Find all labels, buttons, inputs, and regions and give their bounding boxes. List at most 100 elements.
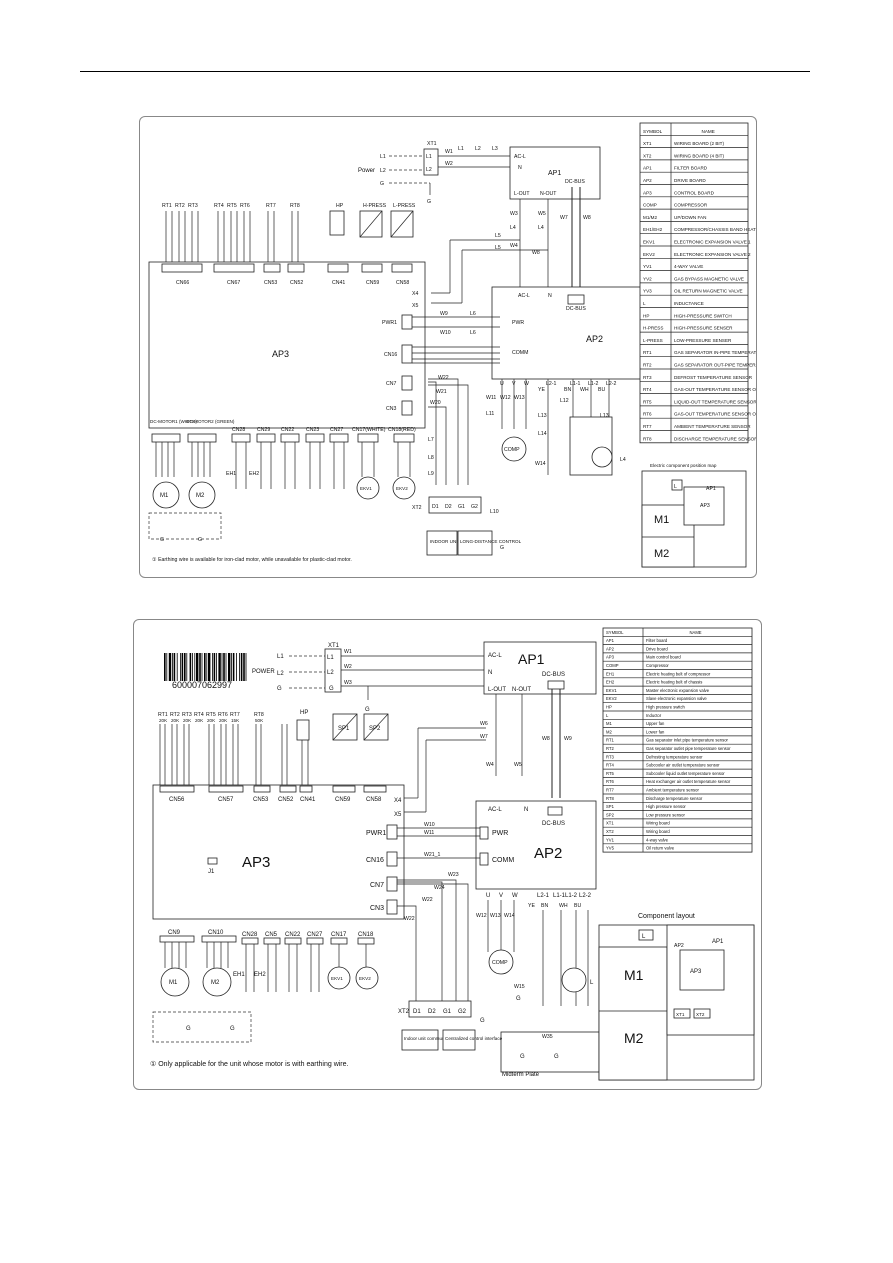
wire2-w7: W7	[480, 734, 488, 740]
ap1-2-acl: AC-L	[488, 653, 502, 659]
component-layout: L AP1 AP2 AP3 M1 M2 XT1 XT2	[598, 924, 755, 1081]
xt1-2-label: XT1	[328, 643, 340, 649]
s2-v4: 20K	[195, 718, 204, 723]
barcode-bar	[206, 653, 208, 681]
valve2-ekv1: EKV1	[331, 976, 343, 981]
ap1-block	[509, 146, 601, 200]
legend1-row-name: GAS SEPARATOR OUT-PIPE TEMPERATURE SENSO…	[674, 363, 756, 368]
s2-rt7: RT7	[230, 712, 240, 718]
conn2-cn57: CN57	[218, 797, 234, 803]
conn-cn29: CN29	[257, 427, 270, 433]
midterm-plate-label: Midterm Plate	[502, 1072, 540, 1078]
power-l1: L1	[380, 154, 386, 160]
legend2-row-symbol: EH2	[606, 680, 615, 685]
wire2-w10: W10	[424, 822, 435, 828]
legend2-row-symbol: HP	[606, 705, 612, 710]
wiring-diagram-2-svg: 600007062997 POWER L1 L2 G XT1 L1 L2 G W…	[150, 627, 755, 1081]
legend1-row-name: INDUCTANCE	[674, 301, 704, 306]
legend2-row-name: High pressure switch	[646, 705, 686, 710]
legend1-row-name: FILTER BOARD	[674, 166, 708, 171]
conn2-cn22: CN22	[285, 932, 301, 938]
comp2-label: COMP	[492, 960, 508, 966]
legend2-row-name: Master electronic expansion valve	[646, 688, 710, 693]
s2-v2: 20K	[171, 718, 180, 723]
wire2-w14: W14	[504, 913, 515, 919]
t2-l11: L1-1	[553, 893, 566, 899]
inductor-coil-icon	[591, 446, 613, 468]
s2-v5: 20K	[207, 718, 216, 723]
legend2-row-symbol: RT1	[606, 738, 615, 743]
ind-l7: L7	[428, 437, 434, 443]
legend1-row-symbol: COMP	[643, 203, 657, 208]
legend1-row-symbol: RT1	[643, 350, 652, 355]
legend2-row-symbol: YV5	[606, 846, 615, 851]
s2-rt5: RT5	[206, 712, 216, 718]
layout-ap2: AP2	[674, 943, 684, 949]
legend1-row-symbol: RT5	[643, 399, 652, 404]
wire-w7: W7	[560, 215, 568, 221]
footnote-2: ① Only applicable for the unit whose mot…	[150, 1060, 349, 1068]
t2-u: U	[486, 893, 490, 899]
wire2-w24: W24	[434, 885, 445, 891]
sensor-rt6: RT6	[240, 203, 250, 209]
ind-l8: L8	[428, 455, 434, 461]
legend2-row-symbol: EKV1	[606, 688, 617, 693]
xt2-d2: D2	[445, 504, 452, 510]
ground-g-1: G	[427, 199, 431, 205]
legend1-row-name: GAS BYPASS MAGNETIC VALVE	[674, 276, 744, 281]
wire2-w8: W8	[542, 736, 550, 742]
wire2-w6: W6	[480, 721, 488, 727]
legend1-row-name: DRIVE BOARD	[674, 178, 706, 183]
wire2-w9: W9	[564, 736, 572, 742]
port-x5: X5	[412, 303, 418, 309]
legend2-row-name: Low pressure sensor	[646, 812, 685, 817]
legend2-row-symbol: RT2	[606, 746, 615, 751]
port2-cn7: CN7	[370, 882, 384, 889]
legend1-row-symbol: AP3	[643, 190, 652, 195]
conn-dcmotor2: DC-MOTOR2 (GREEN)	[186, 419, 235, 424]
s2-rt2: RT2	[170, 712, 180, 718]
conn-cn52: CN52	[290, 280, 303, 286]
ap2-pwr: PWR	[512, 320, 524, 326]
ind-l14a: L14	[538, 431, 547, 437]
power2-l1: L1	[277, 654, 284, 660]
barcode-bar	[245, 653, 247, 681]
barcode-bar	[164, 653, 166, 681]
barcode-bar	[218, 653, 221, 681]
s2-v3: 20K	[183, 718, 192, 723]
legend1-row-symbol: XT2	[643, 153, 652, 158]
xt2-label: XT2	[412, 505, 422, 511]
legend2-row-symbol: XT1	[606, 821, 614, 826]
conn-cn58: CN58	[396, 280, 409, 286]
t2-bn: BN	[541, 903, 548, 909]
indoor-unit-box	[426, 530, 458, 556]
wire-w20: W20	[430, 400, 441, 406]
legend2-row-symbol: SP2	[606, 812, 615, 817]
legend1-row-symbol: H-PRESS	[643, 326, 663, 331]
legend1-row-name: UP/DOWN FAN	[674, 215, 706, 220]
legend1-row-name: LIQUID-OUT TEMPERATURE SENSOR OF SUBCOOL…	[674, 399, 756, 404]
wire2-w11: W11	[424, 830, 434, 836]
xt1-term-l1: L1	[426, 154, 432, 160]
ind-l4: L4	[510, 225, 516, 231]
legend2-row-name: Main control board	[646, 655, 681, 660]
conn-cn22: CN22	[281, 427, 294, 433]
legend2-row-name: Wiring board	[646, 821, 670, 826]
barcode-bar	[173, 653, 176, 681]
ind-l1: L1	[458, 146, 464, 152]
map-l: L	[674, 484, 677, 490]
midterm-plate-box	[500, 1031, 600, 1073]
legend2-row-symbol: YV1	[606, 837, 615, 842]
ind-l3: L3	[492, 146, 498, 152]
barcode-bar	[223, 653, 225, 681]
wire-w8b: W8	[583, 215, 591, 221]
wire2-w23: W23	[448, 872, 459, 878]
barcode-icon	[164, 653, 247, 681]
ind-l4b: L4	[538, 225, 544, 231]
barcode-bar	[181, 653, 184, 681]
legend2-row-symbol: COMP	[606, 663, 619, 668]
xt1-2-block	[324, 648, 342, 693]
legend2-row-name: Subcooler air outlet temperature sensor	[646, 763, 720, 768]
ap3-2-board	[152, 784, 405, 920]
port2-x5: X5	[394, 812, 402, 818]
